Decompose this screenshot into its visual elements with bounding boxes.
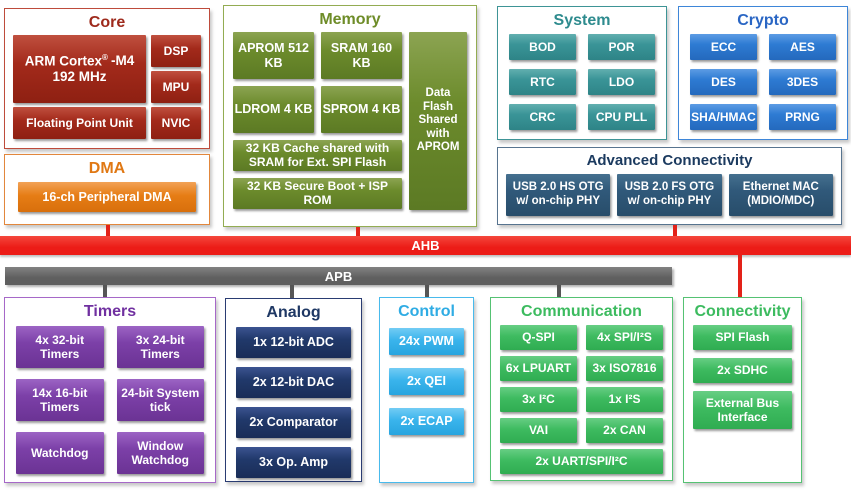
memory-section: Memory APROM 512 KB SRAM 160 KB LDROM 4 … [223, 5, 477, 227]
ecap-block: 2x ECAP [389, 408, 464, 435]
ahb-bus-bar: AHB [0, 236, 851, 255]
system-block-grid: BOD POR RTC LDO CRC CPU PLL [498, 31, 666, 130]
analog-section: Analog 1x 12-bit ADC 2x 12-bit DAC 2x Co… [225, 298, 362, 482]
communication-section-title: Communication [521, 303, 642, 320]
secure-boot-block: 32 KB Secure Boot + ISP ROM [233, 178, 402, 209]
dma-section: DMA 16-ch Peripheral DMA [4, 154, 210, 225]
opamp-block: 3x Op. Amp [236, 447, 351, 478]
crc-block: CRC [509, 104, 576, 130]
control-section-title: Control [398, 303, 455, 320]
i2c-block: 3x I²C [500, 387, 577, 412]
uart-spi-i2c-block: 2x UART/SPI/I²C [500, 449, 663, 474]
lpuart-block: 6x LPUART [500, 356, 577, 381]
cpu-frequency: 192 MHz [52, 69, 107, 85]
crypto-block-grid: ECC AES DES 3DES SHA/HMAC PRNG [679, 31, 847, 130]
ecc-block: ECC [690, 34, 757, 60]
cpu-block: ARM Cortex®-M4 192 MHz [13, 35, 146, 103]
connectivity-section: Connectivity SPI Flash 2x SDHC External … [683, 297, 802, 483]
ethernet-mac-block: Ethernet MAC (MDIO/MDC) [728, 174, 833, 216]
sprom-block: SPROM 4 KB [321, 86, 402, 133]
spi-i2s-block: 4x SPI/I²S [586, 325, 663, 350]
dma-to-ahb-connector [106, 225, 110, 236]
sha-hmac-block: SHA/HMAC [690, 104, 757, 130]
nvic-block: NVIC [151, 107, 201, 139]
ldo-block: LDO [588, 69, 655, 95]
cache-block: 32 KB Cache shared with SRAM for Ext. SP… [233, 140, 402, 171]
timers-16bit-block: 14x 16-bit Timers [16, 379, 104, 421]
qei-block: 2x QEI [389, 368, 464, 395]
spi-flash-block: SPI Flash [693, 325, 792, 350]
usb-fs-otg-block: USB 2.0 FS OTG w/ on-chip PHY [617, 174, 722, 216]
timers-section-title: Timers [83, 303, 137, 320]
prng-block: PRNG [769, 104, 836, 130]
memory-section-title: Memory [319, 11, 381, 28]
sdhc-block: 2x SDHC [693, 358, 792, 383]
dma-section-title: DMA [88, 160, 126, 177]
usb-hs-otg-block: USB 2.0 HS OTG w/ on-chip PHY [506, 174, 611, 216]
connectivity-block-column: SPI Flash 2x SDHC External Bus Interface [684, 322, 801, 429]
comparator-block: 2x Comparator [236, 407, 351, 438]
rtc-block: RTC [509, 69, 576, 95]
memory-to-ahb-connector [356, 227, 360, 236]
systick-block: 24-bit System tick [116, 379, 204, 421]
qspi-block: Q-SPI [500, 325, 577, 350]
aprom-block: APROM 512 KB [233, 32, 314, 79]
control-section: Control 24x PWM 2x QEI 2x ECAP [379, 297, 474, 483]
adc-block: 1x 12-bit ADC [236, 327, 351, 358]
analog-section-title: Analog [266, 304, 321, 321]
system-section: System BOD POR RTC LDO CRC CPU PLL [497, 6, 667, 140]
control-block-column: 24x PWM 2x QEI 2x ECAP [380, 322, 473, 435]
cpu-name: ARM Cortex®-M4 [24, 52, 135, 69]
crypto-section: Crypto ECC AES DES 3DES SHA/HMAC PRNG [678, 6, 848, 140]
memory-block-layout: APROM 512 KB SRAM 160 KB LDROM 4 KB SPRO… [224, 30, 476, 210]
analog-block-column: 1x 12-bit ADC 2x 12-bit DAC 2x Comparato… [226, 323, 361, 478]
memory-left-column: APROM 512 KB SRAM 160 KB LDROM 4 KB SPRO… [233, 32, 402, 210]
advconn-to-ahb-connector [673, 225, 677, 236]
watchdog-block: Watchdog [16, 432, 104, 474]
ahb-to-connectivity-connector [738, 255, 742, 297]
system-section-title: System [553, 12, 611, 29]
crypto-section-title: Crypto [737, 12, 789, 29]
bod-block: BOD [509, 34, 576, 60]
pwm-block: 24x PWM [389, 328, 464, 355]
window-watchdog-block: Window Watchdog [116, 432, 204, 474]
communication-block-grid: Q-SPI 4x SPI/I²S 6x LPUART 3x ISO7816 3x… [491, 322, 672, 443]
communication-section: Communication Q-SPI 4x SPI/I²S 6x LPUART… [490, 297, 673, 481]
dsp-block: DSP [151, 35, 201, 67]
sram-block: SRAM 160 KB [321, 32, 402, 79]
apb-to-timers-connector [103, 285, 107, 297]
data-flash-block: Data Flash Shared with APROM [409, 32, 467, 210]
can-block: 2x CAN [586, 418, 663, 443]
timers-32bit-block: 4x 32-bit Timers [16, 326, 104, 368]
core-section-title: Core [88, 14, 126, 31]
timers-section: Timers 4x 32-bit Timers 3x 24-bit Timers… [4, 297, 216, 483]
external-bus-interface-block: External Bus Interface [693, 391, 792, 429]
cpu-pll-block: CPU PLL [588, 104, 655, 130]
i2s-block: 1x I²S [586, 387, 663, 412]
advanced-connectivity-title: Advanced Connectivity [586, 152, 753, 169]
ldrom-block: LDROM 4 KB [233, 86, 314, 133]
peripheral-dma-block: 16-ch Peripheral DMA [18, 182, 196, 212]
iso7816-block: 3x ISO7816 [586, 356, 663, 381]
apb-to-communication-connector [557, 285, 561, 297]
dac-block: 2x 12-bit DAC [236, 367, 351, 398]
connectivity-section-title: Connectivity [694, 303, 791, 320]
core-section: Core ARM Cortex®-M4 192 MHz DSP MPU Floa… [4, 8, 210, 149]
des-block: DES [690, 69, 757, 95]
timers-24bit-block: 3x 24-bit Timers [116, 326, 204, 368]
apb-bus-bar: APB [5, 267, 672, 285]
core-block-grid: ARM Cortex®-M4 192 MHz DSP MPU Floating … [5, 33, 209, 139]
vai-block: VAI [500, 418, 577, 443]
apb-to-analog-connector [290, 285, 294, 298]
aes-block: AES [769, 34, 836, 60]
timers-block-grid: 4x 32-bit Timers 3x 24-bit Timers 14x 16… [5, 322, 215, 474]
3des-block: 3DES [769, 69, 836, 95]
apb-to-control-connector [425, 285, 429, 297]
mpu-block: MPU [151, 71, 201, 103]
advanced-connectivity-section: Advanced Connectivity USB 2.0 HS OTG w/ … [497, 147, 842, 225]
fpu-block: Floating Point Unit [13, 107, 146, 139]
advanced-connectivity-block-row: USB 2.0 HS OTG w/ on-chip PHY USB 2.0 FS… [498, 171, 841, 216]
por-block: POR [588, 34, 655, 60]
